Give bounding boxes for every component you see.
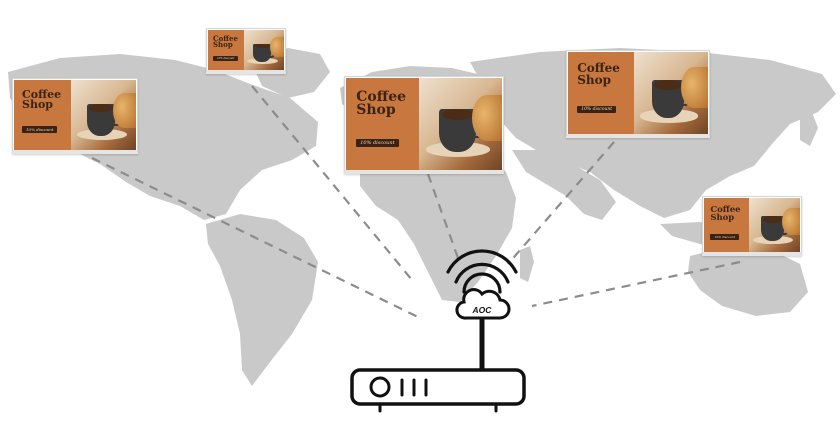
ad-title: Coffee Shop xyxy=(577,61,620,87)
display-screen: Coffee Shop 10% discount xyxy=(346,78,502,170)
wifi-signal-icon xyxy=(446,249,518,294)
display-screen: Coffee Shop 10% discount xyxy=(208,30,284,70)
ad-discount-badge: 10% discount xyxy=(213,56,239,62)
cloud-icon xyxy=(455,288,511,320)
display-center: Coffee Shop 10% discount xyxy=(344,76,504,174)
ad-panel: Coffee Shop 10% discount xyxy=(208,30,244,70)
display-screen: Coffee Shop 10% discount xyxy=(704,198,800,252)
coffee-photo xyxy=(633,52,708,134)
router-brand-label: AOC xyxy=(472,305,493,315)
ad-title: Coffee Shop xyxy=(213,33,238,50)
connection-line-west xyxy=(91,157,421,319)
ad-title: Coffee Shop xyxy=(22,87,62,112)
display-screen: Coffee Shop 10% discount xyxy=(568,52,708,134)
continent-south-america xyxy=(206,214,318,386)
router-group: AOC xyxy=(350,249,526,413)
display-west: Coffee Shop 10% discount xyxy=(12,78,138,154)
ad-panel: Coffee Shop 10% discount xyxy=(568,52,634,134)
display-southeast: Coffee Shop 10% discount xyxy=(702,196,802,256)
coffee-photo xyxy=(419,78,502,170)
ad-panel: Coffee Shop 10% discount xyxy=(704,198,750,252)
region-south-asia xyxy=(512,150,616,220)
connection-lines xyxy=(91,85,741,319)
ad-title: Coffee Shop xyxy=(710,204,741,223)
ad-panel: Coffee Shop 10% discount xyxy=(346,78,420,170)
router-icon xyxy=(350,368,526,413)
display-northeast: Coffee Shop 10% discount xyxy=(566,50,710,138)
ad-title: Coffee Shop xyxy=(356,88,407,119)
ad-discount-badge: 10% discount xyxy=(356,138,399,147)
island-japan xyxy=(800,112,818,146)
continent-australia xyxy=(688,246,808,316)
display-north: Coffee Shop 10% discount xyxy=(206,28,286,74)
connection-line-north xyxy=(251,85,413,281)
connection-line-northeast xyxy=(507,141,615,265)
ad-discount-badge: 10% discount xyxy=(22,126,58,134)
ad-discount-badge: 10% discount xyxy=(577,106,617,114)
coffee-photo xyxy=(749,198,800,252)
island-madagascar xyxy=(520,246,534,282)
ad-panel: Coffee Shop 10% discount xyxy=(14,80,72,150)
connection-line-southeast xyxy=(531,260,741,308)
ad-discount-badge: 10% discount xyxy=(710,233,739,240)
coffee-photo xyxy=(71,80,136,150)
continent-africa xyxy=(360,140,516,302)
display-screen: Coffee Shop 10% discount xyxy=(14,80,136,150)
coffee-photo xyxy=(243,30,284,70)
